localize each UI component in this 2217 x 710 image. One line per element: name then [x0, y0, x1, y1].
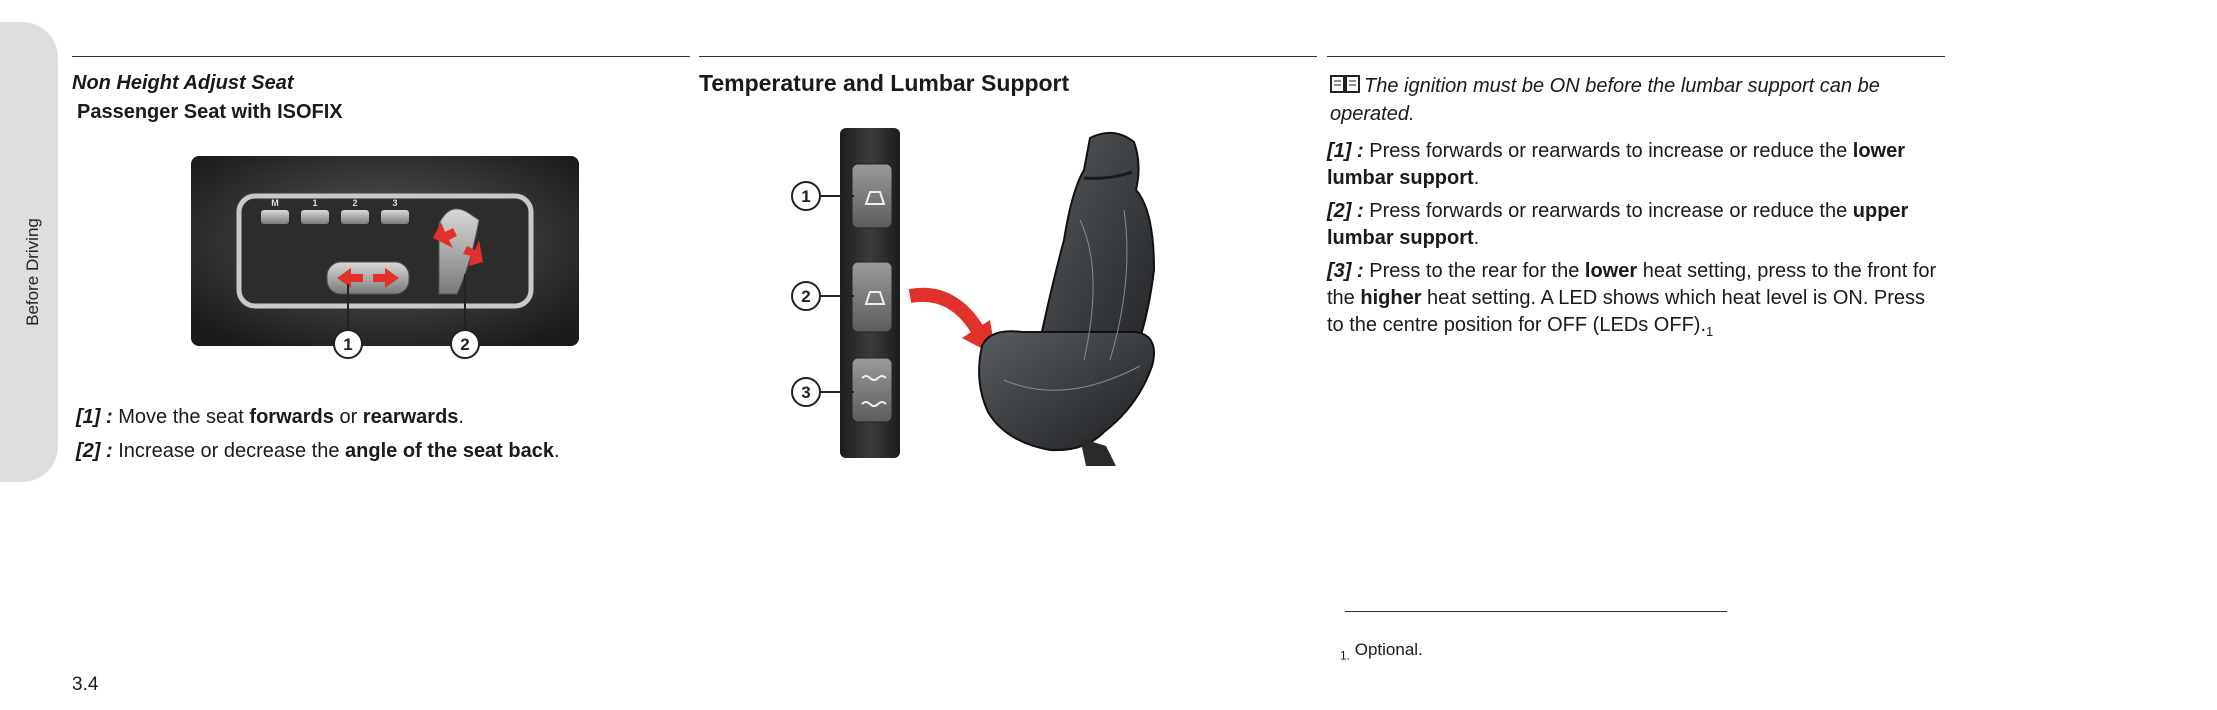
- manual-book-icon: [1330, 75, 1360, 93]
- item-text: Press forwards or rearwards to increase …: [1369, 140, 1853, 162]
- sport-seat-illustration: [978, 131, 1156, 466]
- item-tag: [2] :: [76, 440, 113, 462]
- item-bold: forwards: [249, 406, 334, 428]
- column-rule-left: [72, 56, 690, 57]
- item-text: Move the seat: [118, 406, 250, 428]
- column-rule-right: [1327, 56, 1945, 57]
- memory-button-3-label: 3: [392, 198, 397, 208]
- footnote-text: Optional.: [1354, 640, 1423, 659]
- callout-2: [791, 281, 821, 311]
- item-text: .: [458, 406, 464, 428]
- item-bold: angle of the seat back: [345, 440, 554, 462]
- seat-heat-key: [851, 357, 893, 423]
- memory-button-m-label: M: [271, 198, 279, 208]
- item-bold: upper lumbar support: [1327, 200, 1909, 249]
- memory-buttons: M 1 2 3: [261, 198, 409, 224]
- callout-1: [333, 329, 363, 359]
- page-number: 3.4: [72, 674, 99, 695]
- lumbar-lower-key: [851, 163, 893, 229]
- item-text: heat setting. A LED shows which heat lev…: [1327, 287, 1926, 336]
- left-item-list: [1] : Move the seat forwards or rearward…: [76, 404, 676, 465]
- lumbar-seat-figure: 1 2 3: [791, 128, 1156, 466]
- item-bold: higher: [1360, 287, 1422, 309]
- middle-title: Temperature and Lumbar Support: [699, 70, 1070, 96]
- item-text: or: [333, 406, 363, 428]
- right-item-3: [3] : Press to the rear for the lower he…: [1327, 258, 1945, 345]
- left-item-2: [2] : Increase or decrease the angle of …: [76, 438, 676, 465]
- left-item-1: [1] : Move the seat forwards or rearward…: [76, 404, 676, 431]
- lumbar-upper-key: [851, 261, 893, 333]
- callout-1-label: 1: [343, 335, 352, 354]
- item-text: heat setting, press to the front for the: [1327, 260, 1937, 309]
- side-tab: Before Driving: [0, 22, 58, 482]
- item-text: Increase or decrease the: [118, 440, 346, 462]
- heat-wave-icon: [861, 375, 887, 407]
- left-subtitle: Passenger Seat with ISOFIX: [77, 101, 343, 123]
- callout-2-label: 2: [801, 287, 810, 306]
- fore-aft-arrow-icon: [337, 268, 399, 288]
- footnote-rule: [1345, 611, 1727, 612]
- ignition-note: The ignition must be ON before the lumba…: [1330, 72, 1945, 128]
- seat-glyph-icon: [864, 191, 886, 305]
- callout-3: [791, 377, 821, 407]
- item-text: .: [554, 440, 560, 462]
- callout-1-label: 1: [801, 187, 810, 206]
- item-bold: rearwards: [362, 406, 459, 428]
- callout-1: [791, 181, 821, 211]
- callout-3-label: 3: [801, 383, 810, 402]
- item-tag: [1] :: [1327, 140, 1364, 162]
- right-column: The ignition must be ON before the lumba…: [1327, 68, 1945, 345]
- item-bold: lower: [1584, 260, 1638, 282]
- side-tab-label: Before Driving: [23, 218, 42, 326]
- callout-2-label: 2: [460, 335, 469, 354]
- item-bold: lower lumbar support: [1327, 140, 1906, 189]
- item-text: Press to the rear for the: [1369, 260, 1585, 282]
- callout-2: [450, 329, 480, 359]
- red-curved-arrow-icon: [908, 287, 987, 338]
- column-rule-middle: [699, 56, 1317, 57]
- item-text: Press forwards or rearwards to increase …: [1369, 200, 1853, 222]
- note-text: The ignition must be ON before the lumba…: [1330, 75, 1880, 125]
- item-tag: [2] :: [1327, 200, 1364, 222]
- item-text: .: [1473, 167, 1480, 189]
- item-tag: [1] :: [76, 406, 113, 428]
- footnote-ref[interactable]: 1: [1706, 324, 1714, 339]
- middle-column: Temperature and Lumbar Support: [699, 68, 1317, 466]
- item-text: .: [1473, 227, 1480, 249]
- footnote-marker: 1.: [1340, 648, 1351, 663]
- right-item-1: [1] : Press forwards or rearwards to inc…: [1327, 138, 1945, 192]
- memory-button-2-label: 2: [352, 198, 357, 208]
- seat-switch-figure: M 1 2 3 1 2: [191, 156, 579, 359]
- left-column: Non Height Adjust Seat Passenger Seat wi…: [72, 68, 690, 462]
- left-title: Non Height Adjust Seat: [72, 72, 294, 94]
- item-tag: [3] :: [1327, 260, 1364, 282]
- footnote: 1. Optional.: [1340, 640, 1423, 662]
- memory-button-1-label: 1: [312, 198, 317, 208]
- right-item-2: [2] : Press forwards or rearwards to inc…: [1327, 198, 1945, 252]
- recline-arrow-icon: [433, 222, 483, 266]
